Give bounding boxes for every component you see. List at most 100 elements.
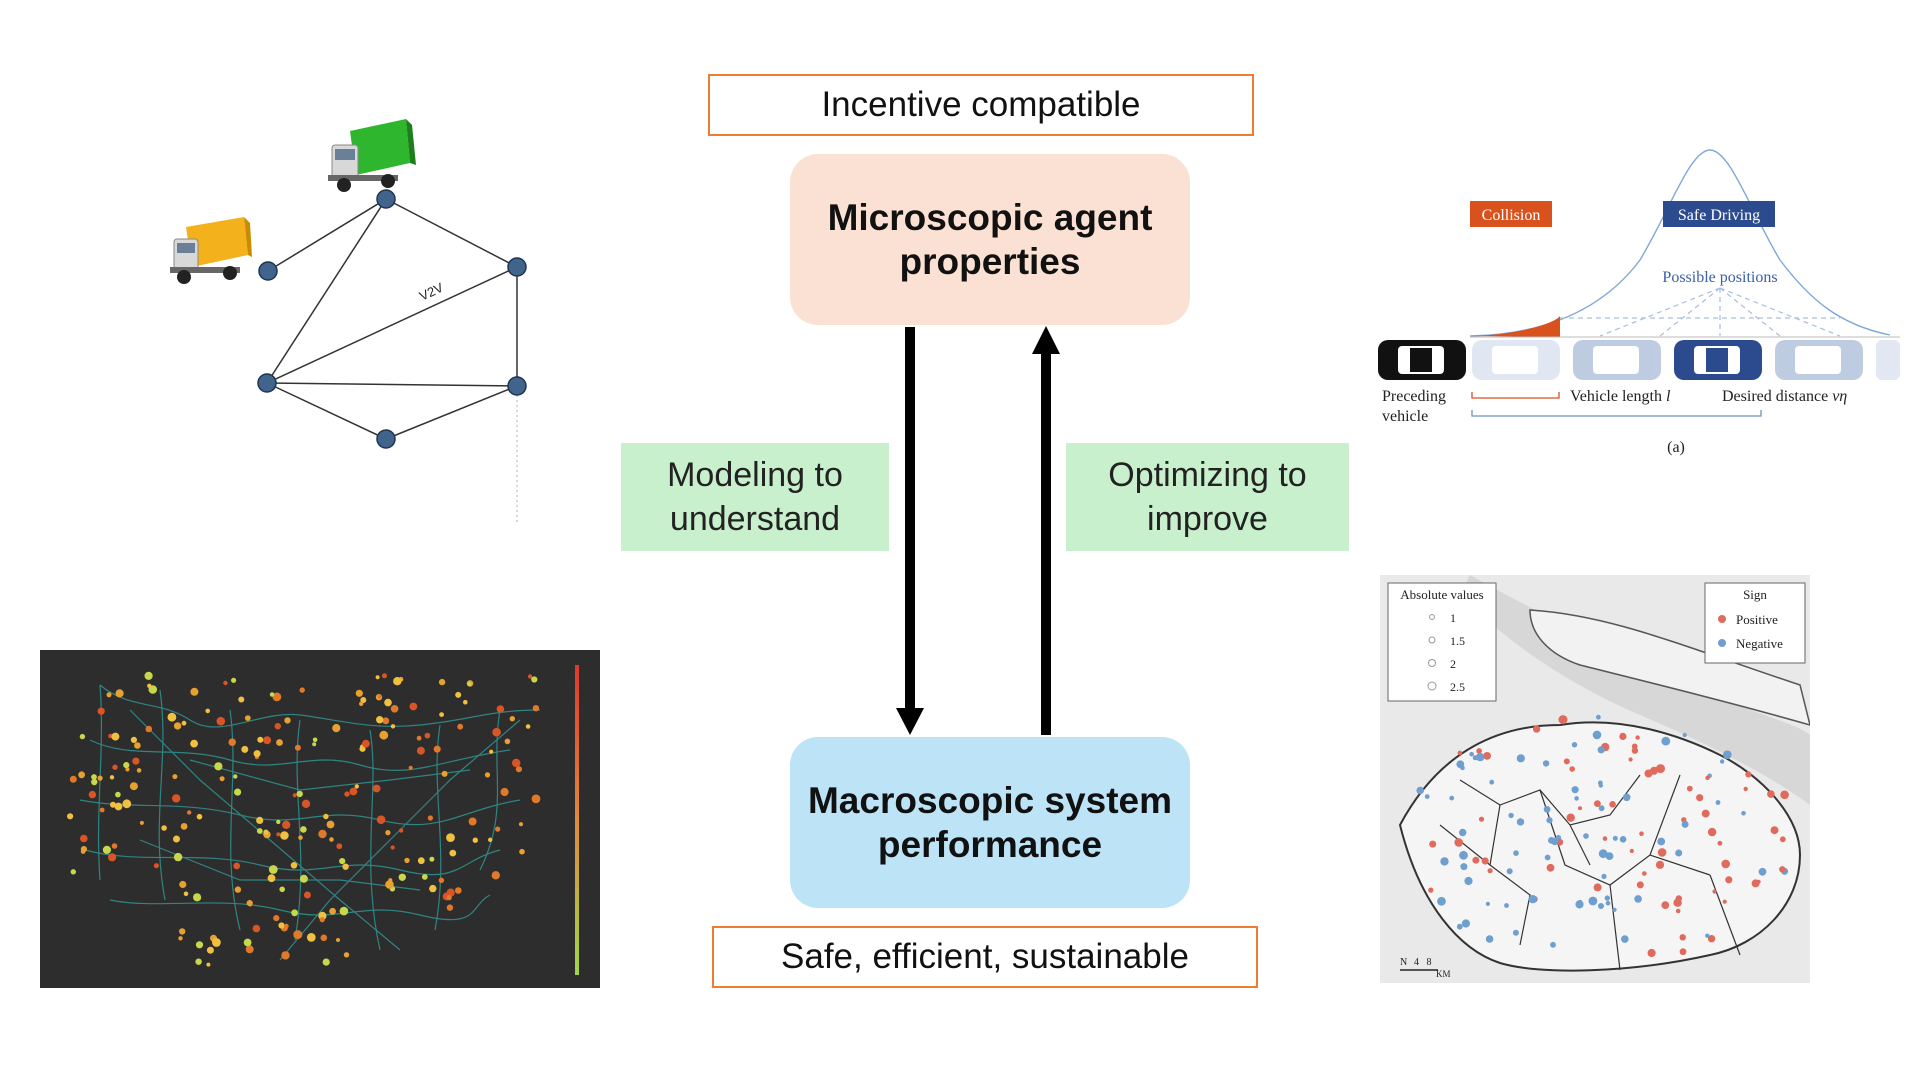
negative-point — [1675, 849, 1683, 857]
negative-point — [1512, 929, 1519, 936]
us-map-node — [147, 683, 152, 688]
possible-positions-label: Possible positions — [1662, 269, 1777, 286]
us-map-node — [252, 924, 261, 933]
negative-point — [1460, 863, 1468, 871]
us-map-node — [298, 835, 303, 840]
us-map-node — [416, 746, 425, 755]
negative-point — [1546, 817, 1553, 824]
us-map-node — [280, 831, 289, 840]
negative-point — [1577, 899, 1583, 905]
negative-point — [1544, 854, 1551, 861]
us-map-node — [496, 705, 505, 713]
us-map-node — [273, 915, 280, 922]
us-map-node — [276, 739, 283, 746]
scale-numbers: 4 8 — [1414, 957, 1432, 968]
sign-legend: Sign Positive Negative — [1704, 582, 1806, 664]
positive-point — [1628, 757, 1633, 762]
positive-point — [1770, 826, 1779, 835]
negative-point — [1612, 907, 1617, 912]
us-map-node — [114, 802, 123, 811]
negative-point — [1661, 736, 1671, 746]
us-map-node — [267, 874, 276, 883]
negative-point — [1597, 746, 1605, 754]
positive-point — [1679, 948, 1687, 956]
negative-point — [1459, 828, 1467, 837]
negative-point — [1598, 849, 1608, 859]
negative-point — [1542, 760, 1550, 767]
negative-point — [1571, 742, 1578, 748]
positive-point — [1661, 901, 1670, 909]
negative-point — [1634, 895, 1642, 903]
us-map-node — [359, 745, 366, 752]
us-map-node — [354, 784, 359, 789]
collision-tag: Collision — [1470, 201, 1552, 227]
us-map-node — [115, 791, 121, 798]
us-map-node — [109, 775, 115, 780]
scale-bar: N 4 8 KM — [1400, 957, 1451, 979]
us-map-node — [300, 826, 307, 833]
us-map-node — [216, 716, 226, 726]
abs-legend-title: Absolute values — [1400, 587, 1483, 602]
vehicle-length-brace — [1471, 392, 1560, 399]
gaussian-curve — [1469, 149, 1891, 337]
us-map-node — [382, 673, 387, 679]
negative-point — [1715, 800, 1721, 805]
us-map-node — [306, 933, 316, 942]
absolute-values-legend: Absolute values 1 1.5 2 2.5 — [1387, 582, 1497, 702]
us-map-node — [256, 816, 264, 824]
negative-point — [1516, 754, 1525, 763]
us-map-node — [263, 829, 269, 835]
us-map-node — [67, 813, 74, 820]
network-node — [507, 257, 527, 277]
positive-point — [1594, 800, 1601, 807]
us-map-node — [344, 791, 350, 797]
positive-point — [1619, 732, 1627, 740]
us-map-node — [323, 813, 329, 820]
us-map-node — [467, 681, 472, 687]
positive-point — [1487, 868, 1493, 874]
network-node — [257, 373, 277, 393]
desired-distance-brace — [1471, 410, 1762, 417]
positive-point — [1483, 752, 1491, 760]
us-map-node — [336, 843, 343, 850]
positive-point — [1679, 934, 1686, 941]
us-map-node — [377, 694, 382, 699]
us-map-node — [294, 744, 301, 751]
positive-point — [1476, 748, 1482, 754]
negative-point — [1592, 730, 1602, 740]
north-label: N — [1400, 957, 1407, 968]
us-map-node — [167, 712, 177, 722]
positive-point — [1639, 831, 1644, 836]
us-map-node — [472, 837, 478, 843]
ego-vehicle-icon — [1674, 340, 1762, 380]
us-map-node — [438, 877, 445, 883]
us-map-node — [342, 863, 349, 870]
us-map-node — [504, 738, 511, 745]
us-map-node — [491, 871, 500, 880]
negative-point — [1583, 833, 1589, 839]
us-map-node — [206, 946, 214, 954]
us-map-node — [390, 705, 399, 713]
us-map-node — [99, 807, 105, 813]
us-map-node — [181, 720, 187, 726]
positive-point — [1712, 889, 1717, 894]
us-map-node — [269, 692, 275, 697]
us-map-node — [234, 886, 242, 893]
positive-point — [1609, 801, 1616, 808]
us-map-node — [180, 823, 188, 830]
network-node — [376, 189, 396, 209]
us-network-map — [40, 650, 600, 988]
us-map-node — [427, 815, 433, 821]
possible-vehicle-icon — [1472, 340, 1560, 380]
negative-point — [1504, 903, 1509, 908]
positive-point — [1657, 848, 1667, 857]
us-map-node — [256, 828, 263, 834]
abs-legend-item-2: 2 — [1450, 657, 1456, 671]
sign-legend-positive: Positive — [1736, 612, 1778, 627]
us-map-node — [112, 764, 118, 770]
us-map-node — [382, 717, 390, 725]
us-map-node — [457, 723, 464, 730]
us-map-node — [438, 678, 446, 686]
us-map-node — [488, 837, 493, 842]
abs-legend-item-3: 2.5 — [1450, 680, 1465, 694]
